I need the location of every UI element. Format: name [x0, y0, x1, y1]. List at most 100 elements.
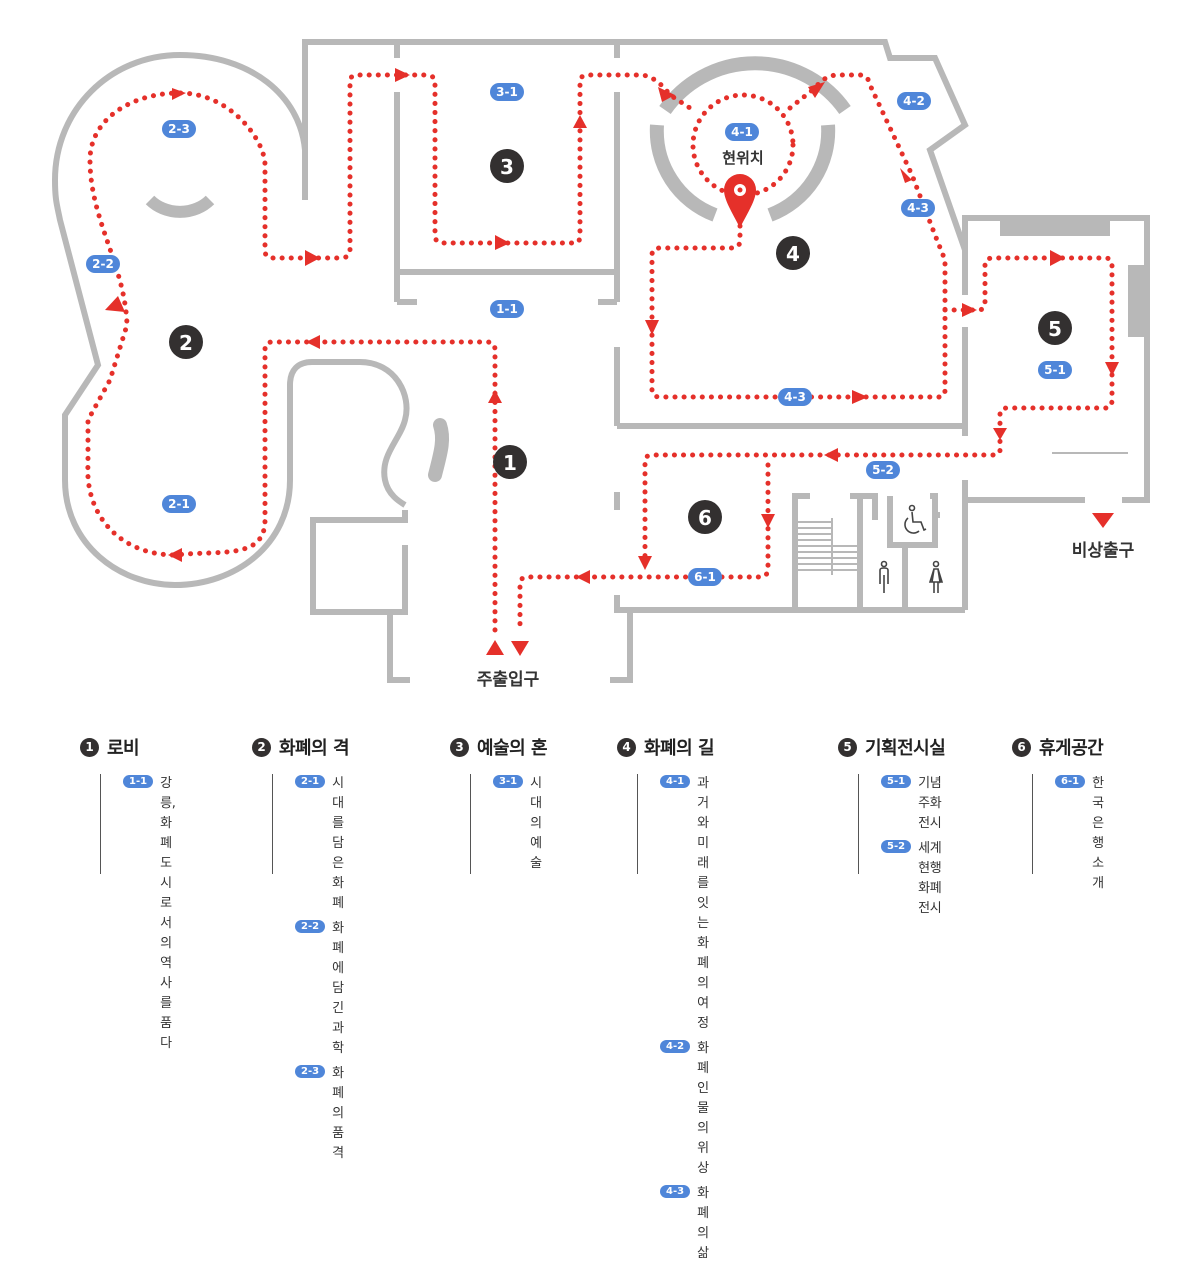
spot-code: 2-3: [295, 1065, 326, 1078]
svg-text:5: 5: [1048, 317, 1062, 341]
zone-badge-5: 5: [1038, 311, 1072, 345]
legend-item: 3-1 시대의 예술: [493, 774, 547, 874]
emergency-exit: 비상출구: [1072, 513, 1135, 561]
current-location-label: 현위치: [722, 149, 763, 167]
svg-text:4: 4: [786, 242, 800, 266]
exit-down-arrow-icon: [511, 641, 529, 656]
mens-restroom-icon: [879, 560, 889, 593]
spot-pill-4-1: 4-1: [725, 123, 759, 141]
svg-text:3: 3: [500, 155, 514, 179]
zone-number-icon: 5: [838, 737, 857, 757]
spot-name: 과거와 미래를 잇는 화폐의 여정: [697, 776, 709, 1031]
spot-code: 5-2: [881, 840, 912, 853]
zone-items: 1-1 강릉, 화폐 도시로서의 역사를 품다: [100, 774, 176, 1051]
current-location: 현위치: [722, 149, 764, 228]
svg-text:2-2: 2-2: [92, 257, 114, 271]
legend-item: 4-2 화폐 인물의 위상: [660, 1039, 714, 1179]
svg-text:6: 6: [698, 506, 712, 530]
zone-number-icon: 3: [450, 737, 469, 757]
zone-badge-3: 3: [490, 149, 524, 183]
legend-zone-6: 6 휴게공간 6-1 한국은행 소개: [1012, 730, 1104, 891]
spot-pill-2-1: 2-1: [162, 495, 196, 513]
emergency-exit-label: 비상출구: [1072, 541, 1135, 561]
legend-item: 6-1 한국은행 소개: [1055, 774, 1104, 894]
zone-title: 휴게공간: [1039, 738, 1104, 759]
zone-title: 로비: [107, 738, 140, 759]
spot-code: 3-1: [493, 775, 524, 788]
svg-text:2-1: 2-1: [168, 497, 190, 511]
svg-text:4-3: 4-3: [907, 201, 929, 215]
womens-restroom-icon: [928, 560, 944, 593]
spot-code: 4-1: [660, 775, 691, 788]
accessible-restroom-icon: [904, 504, 927, 534]
zone-badge-1: 1: [493, 445, 527, 479]
svg-text:2: 2: [179, 331, 193, 355]
location-pin-icon: [724, 174, 756, 228]
legend-zone-3: 3 예술의 혼 3-1 시대의 예술: [450, 730, 548, 874]
svg-text:2-3: 2-3: [168, 122, 190, 136]
legend-item: 4-1 과거와 미래를 잇는 화폐의 여정: [660, 774, 714, 1034]
spot-name: 강릉, 화폐 도시로서의 역사를 품다: [160, 776, 176, 1051]
spot-pill-2-3: 2-3: [162, 120, 196, 138]
legend-zone-4: 4 화폐의 길 4-1 과거와 미래를 잇는 화폐의 여정 4-2 화폐 인물의 위상…: [617, 730, 715, 1261]
zone-number-icon: 6: [1012, 737, 1031, 757]
main-entrance-label: 주출입구: [477, 670, 540, 690]
spot-code: 4-2: [660, 1040, 691, 1053]
legend-item: 2-3 화폐의 품격: [295, 1064, 349, 1164]
svg-text:5-1: 5-1: [1044, 363, 1066, 377]
stairs-icon: [798, 518, 860, 575]
svg-text:1-1: 1-1: [496, 302, 518, 316]
zone-number-icon: 2: [252, 737, 271, 757]
spot-code: 5-1: [881, 775, 912, 788]
spot-name: 세계 현행화폐 전시: [918, 841, 942, 916]
spot-pill-6-1: 6-1: [688, 568, 722, 586]
spot-code: 6-1: [1055, 775, 1086, 788]
svg-text:4-1: 4-1: [731, 125, 753, 139]
zone-title: 화폐의 길: [644, 738, 715, 759]
spot-code: 2-2: [295, 920, 326, 933]
legend-item: 5-2 세계 현행화폐 전시: [881, 839, 945, 919]
svg-text:4-2: 4-2: [903, 94, 925, 108]
zone-title: 기획전시실: [865, 738, 946, 759]
spot-name: 한국은행 소개: [1092, 776, 1104, 891]
zone-title: 화폐의 격: [279, 738, 350, 759]
main-entrance: 주출입구: [477, 640, 540, 690]
legend-zone-1: 1 로비 1-1 강릉, 화폐 도시로서의 역사를 품다: [80, 730, 176, 1051]
entrance-up-arrow-icon: [486, 640, 504, 655]
floor-map: 주출입구 비상출구 현위치 1 2 3 4 5 6 1-1 2-1 2-2 2-…: [51, 39, 1150, 690]
spot-pill-5-1: 5-1: [1038, 361, 1072, 379]
spot-name: 화폐의 품격: [332, 1066, 344, 1161]
zone-number-icon: 1: [80, 737, 99, 757]
svg-text:5-2: 5-2: [872, 463, 894, 477]
spot-name: 시대의 예술: [530, 776, 542, 871]
zone-badge-4: 4: [776, 236, 810, 270]
spot-name: 시대를 담은 화폐: [332, 776, 344, 911]
spot-code: 1-1: [123, 775, 154, 788]
zone-items: 3-1 시대의 예술: [470, 774, 547, 874]
spot-pill-1-1: 1-1: [490, 300, 524, 318]
zone-badge-6: 6: [688, 500, 722, 534]
spot-pill-2-2: 2-2: [86, 255, 120, 273]
spot-name: 화폐의 삶: [697, 1186, 709, 1261]
spot-pill-4-2: 4-2: [897, 92, 931, 110]
zone-title: 예술의 혼: [477, 738, 548, 759]
zone-badge-2: 2: [169, 325, 203, 359]
visitor-route: [85, 68, 1119, 633]
svg-text:3-1: 3-1: [496, 85, 518, 99]
spot-pill-3-1: 3-1: [490, 83, 524, 101]
legend-item: 4-3 화폐의 삶: [660, 1184, 714, 1264]
spot-name: 화폐 인물의 위상: [697, 1041, 709, 1176]
emergency-exit-arrow-icon: [1092, 513, 1114, 528]
svg-text:4-3: 4-3: [784, 390, 806, 404]
legend-item: 1-1 강릉, 화폐 도시로서의 역사를 품다: [123, 774, 176, 1054]
spot-code: 4-3: [660, 1185, 691, 1198]
zone-number-icon: 4: [617, 737, 636, 757]
